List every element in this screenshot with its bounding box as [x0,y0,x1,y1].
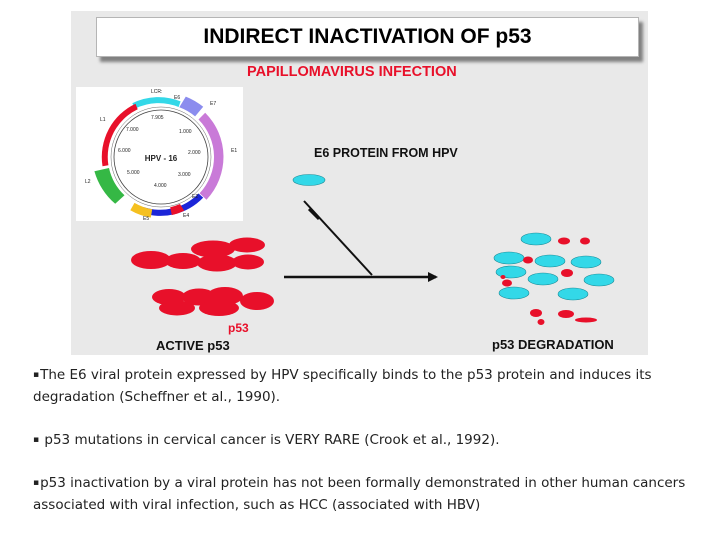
gene-segment-e4 [170,204,185,216]
bullet-marker: ▪ [33,478,40,488]
binding-line-tick [307,207,321,221]
bullet-list: ▪The E6 viral protein expressed by HPV s… [33,364,705,537]
gene-segment-e5 [130,202,153,218]
gene-segment-e7 [179,96,204,117]
bullet-text: p53 mutations in cervical cancer is VERY… [40,432,500,448]
e6-protein-label: E6 PROTEIN FROM HPV [314,146,458,160]
e6-protein-ellipse [292,174,326,186]
genome-outer-ring-line [110,106,212,208]
bullet-marker: ▪ [33,370,40,380]
title-box: INDIRECT INACTIVATION OF p53 [96,17,639,57]
gene-segment-e1 [198,112,224,200]
lcr-label: LCR: [151,89,162,95]
figure-subtitle: PAPILLOMAVIRUS INFECTION [247,64,457,80]
gene-label-e7: E7 [210,101,216,107]
gene-label-e5: E5 [143,216,149,222]
genome-position-6000: 6.000 [118,148,131,154]
active-p53-label: ACTIVE p53 [156,338,230,353]
genome-position-5000: 5.000 [127,170,140,176]
genome-position-4000: 4.000 [154,183,167,189]
genome-inner-circle [113,109,209,205]
gene-segment-e6 [132,97,181,109]
gene-segment-l1 [101,103,138,167]
degradation-label: p53 DEGRADATION [492,337,614,352]
gene-label-l1: L1 [100,117,106,123]
genome-center-label: HPV - 16 [145,154,178,163]
diagram-graphics: HPV - 16 LCR: E6 E7 E1 E2 E4 E5 L2 L1 7.… [76,87,615,325]
active-p53-tag: p53 [228,321,249,335]
genome-position-7905: 7.905 [151,115,164,121]
bullet-item: ▪p53 inactivation by a viral protein has… [33,472,705,516]
bullet-text: The E6 viral protein expressed by HPV sp… [33,367,652,405]
gene-label-e6: E6 [174,95,180,101]
active-p53-cluster [131,237,274,316]
genome-position-1000: 1.000 [179,129,192,135]
gene-segment-e2 [141,193,204,216]
degradation-cluster [493,232,615,325]
genome-position-2000: 2.000 [188,150,201,156]
gene-label-e2: E2 [192,194,198,200]
gene-label-e4: E4 [183,213,189,219]
figure-title: INDIRECT INACTIVATION OF p53 [203,25,532,48]
bullet-item: ▪ p53 mutations in cervical cancer is VE… [33,429,705,451]
genome-position-3000: 3.000 [178,172,191,178]
gene-segment-l2 [94,168,125,204]
bullet-text: p53 inactivation by a viral protein has … [33,475,686,513]
bullet-marker: ▪ [33,435,40,445]
bullet-item: ▪The E6 viral protein expressed by HPV s… [33,364,705,408]
gene-label-l2: L2 [85,179,91,185]
genome-position-7000: 7.000 [126,127,139,133]
gene-label-e1: E1 [231,148,237,154]
figure-panel: INDIRECT INACTIVATION OF p53 PAPILLOMAVI… [71,11,648,355]
